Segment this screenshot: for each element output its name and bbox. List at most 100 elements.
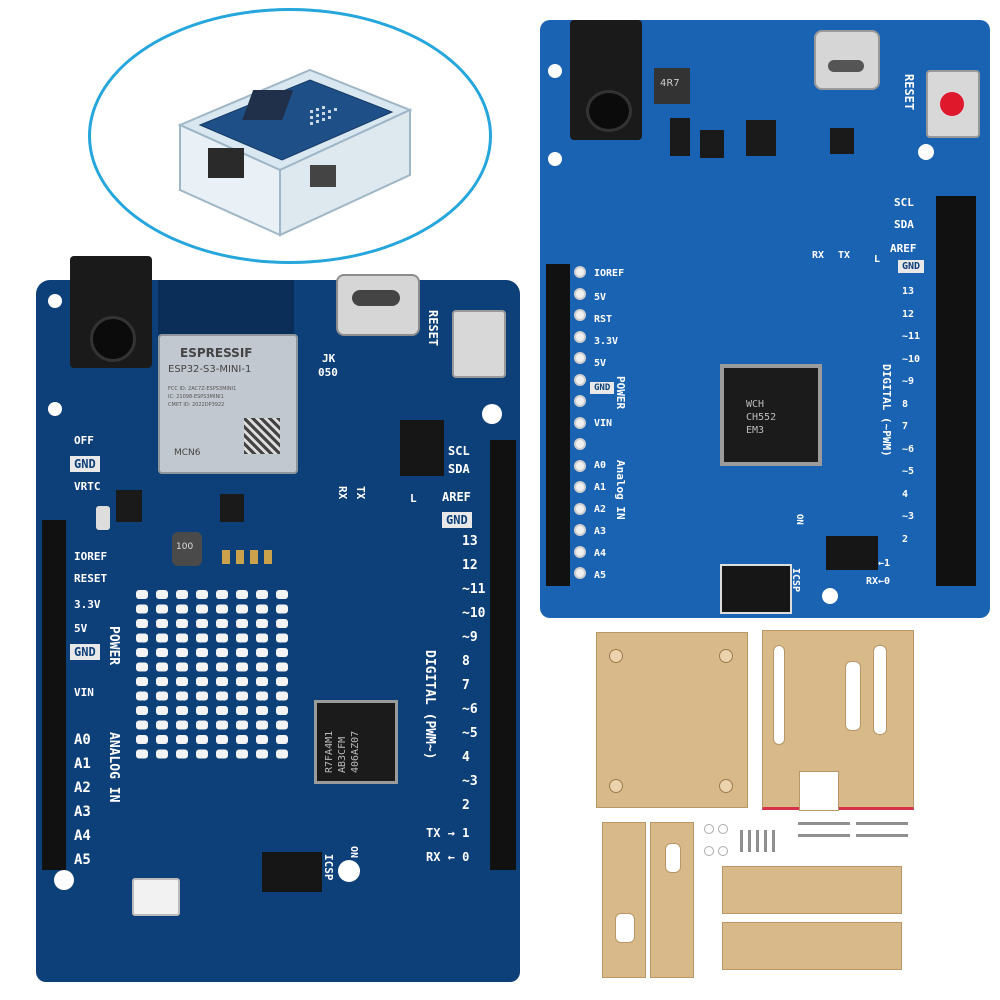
pin-label-reset: RESET — [74, 572, 108, 585]
matrix-led — [236, 735, 248, 744]
left-board: RESET ESPRESSIF ESP32-S3-MINI-1 FCC ID: … — [36, 256, 520, 982]
matrix-led — [176, 706, 188, 715]
icsp-header[interactable] — [262, 852, 322, 892]
matrix-led — [156, 633, 168, 643]
power-jack — [570, 20, 642, 140]
matrix-led — [236, 619, 248, 628]
led-matrix — [136, 590, 288, 759]
scl-label: SCL — [448, 444, 470, 458]
matrix-led — [276, 706, 288, 715]
jk-code: 050 — [318, 366, 338, 379]
header-pad — [574, 438, 586, 450]
matrix-led — [136, 633, 148, 643]
pin-label-a0: A0 — [594, 460, 607, 471]
matrix-led — [276, 590, 288, 599]
digital-pin-label: 13 — [462, 534, 478, 549]
pin-label-a4: A4 — [594, 548, 607, 559]
acrylic-case-photo — [177, 68, 413, 237]
matrix-led — [156, 619, 168, 628]
pin-label-3v3: 3.3V — [74, 598, 101, 611]
matrix-led — [176, 735, 188, 744]
matrix-led — [176, 633, 188, 643]
matrix-led — [236, 749, 248, 759]
matrix-led — [136, 590, 148, 599]
digital-pin-label: ~5 — [462, 726, 478, 741]
matrix-led — [136, 662, 148, 672]
matrix-led — [136, 749, 148, 759]
header-pad — [574, 416, 586, 429]
usb-c-port[interactable] — [814, 30, 880, 90]
matrix-led — [256, 691, 268, 701]
icsp-header-small[interactable] — [826, 536, 878, 570]
main-mcu-chip: R7FA4M1 AB3CFM 406AZ07 — [314, 700, 398, 784]
matrix-led — [156, 604, 168, 614]
matrix-led — [156, 677, 168, 686]
pin-label-a5: A5 — [594, 570, 607, 581]
mount-hole — [548, 152, 562, 166]
digital-pin-label: 12 — [902, 308, 915, 320]
module-fcc: FCC ID: 2AC7Z-ESPS3MINI1 — [168, 386, 237, 392]
matrix-led — [196, 749, 208, 759]
header-pad — [574, 330, 586, 343]
matrix-led — [156, 749, 168, 759]
mount-hole — [48, 294, 62, 308]
digital-pin-label: 8 — [902, 398, 909, 410]
aref-label: AREF — [890, 242, 917, 255]
pin-label-5v: 5V — [74, 622, 88, 635]
matrix-led — [196, 648, 208, 657]
matrix-led — [216, 735, 228, 744]
matrix-led — [176, 691, 188, 701]
espressif-logo-text: ESPRESSIF — [180, 346, 253, 360]
digital-pin-label: 7 — [462, 678, 470, 693]
qwiic-connector[interactable] — [132, 878, 180, 916]
mount-hole — [822, 588, 838, 604]
matrix-led — [256, 619, 268, 628]
matrix-led — [156, 648, 168, 657]
header-pad — [574, 395, 586, 407]
digital-pin-label: ~5 — [902, 466, 915, 477]
icsp-header[interactable] — [720, 564, 792, 614]
matrix-led — [196, 619, 208, 628]
matrix-led — [136, 720, 148, 730]
matrix-led — [216, 706, 228, 715]
smd-component — [670, 118, 690, 156]
matrix-led — [196, 720, 208, 730]
esp32-module: ESPRESSIF ESP32-S3-MINI-1 FCC ID: 2AC7Z-… — [158, 334, 298, 474]
main-mcu-chip: WCH CH552 EM3 — [720, 364, 822, 466]
matrix-led — [176, 590, 188, 599]
matrix-led — [176, 619, 188, 628]
digital-pin-label: ~10 — [902, 353, 921, 365]
digital-header — [490, 440, 516, 870]
matrix-led — [276, 720, 288, 730]
acrylic-side-left — [602, 822, 646, 978]
reset-button[interactable] — [926, 70, 980, 138]
reset-button[interactable] — [452, 310, 506, 378]
matrix-led — [176, 662, 188, 672]
matrix-led — [216, 619, 228, 628]
digital-pin-label: ~11 — [462, 582, 486, 597]
matrix-led — [176, 648, 188, 657]
smd-component — [746, 120, 776, 156]
chip-line-3: 406AZ07 — [350, 730, 361, 773]
matrix-led — [176, 749, 188, 759]
header-pad — [574, 545, 586, 558]
digital-pin-label: ~9 — [462, 630, 478, 645]
matrix-led — [236, 691, 248, 701]
matrix-led — [216, 590, 228, 599]
header-pad — [574, 373, 586, 386]
digital-pin-label: ~10 — [462, 606, 486, 621]
digital-title: DIGITAL (~PWM) — [880, 364, 893, 457]
usb-c-port[interactable] — [336, 274, 420, 336]
reset-label: RESET — [426, 310, 440, 347]
matrix-led — [276, 691, 288, 701]
digital-pin-label: 12 — [462, 558, 478, 573]
matrix-led — [276, 604, 288, 614]
acrylic-long-side-2 — [722, 922, 902, 970]
pin-label-a3: A3 — [594, 526, 607, 537]
inductor: 4R7 — [654, 68, 690, 104]
matrix-led — [196, 706, 208, 715]
digital-title: DIGITAL (PWM~) — [422, 650, 437, 760]
matrix-led — [276, 662, 288, 672]
digital-pin-label: 4 — [902, 488, 909, 500]
tx-led-label: TX — [354, 486, 367, 500]
